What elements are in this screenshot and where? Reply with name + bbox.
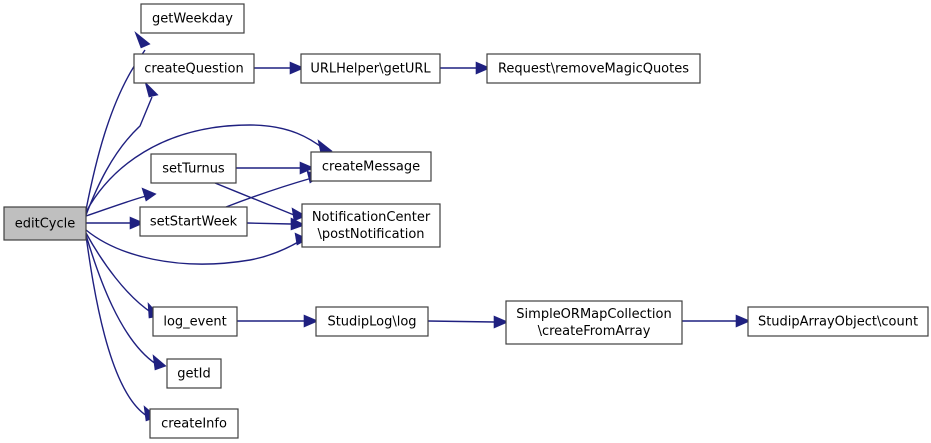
node-editCycle[interactable]: editCycle [3,206,87,241]
node-box[interactable] [152,306,238,337]
node-box[interactable] [486,53,701,84]
edge-line [246,222,292,225]
node-getWeekday[interactable]: getWeekday [140,3,245,34]
arrowhead-icon [289,61,305,75]
node-StudipArrayObject_count[interactable]: StudipArrayObject\count [747,306,929,337]
edge-line [427,320,495,323]
arrowhead-icon [475,61,491,75]
node-box[interactable] [315,306,429,337]
arrowhead-icon [129,216,145,230]
edge-setTurnus-to-NotificationCenter_postNotification [214,182,307,222]
edge-line [85,195,147,217]
edge-line [225,177,313,208]
edge-line [214,182,295,216]
node-createMessage[interactable]: createMessage [310,151,432,182]
node-box[interactable] [310,151,432,182]
arrowhead-icon [493,315,509,329]
node-StudipLog_log[interactable]: StudipLog\log [315,306,429,337]
edge-line [85,229,301,265]
edge-line [85,124,325,213]
edges-layer [85,31,751,422]
node-setTurnus[interactable]: setTurnus [150,153,237,184]
node-SimpleORMapCollection_createFromArray[interactable]: SimpleORMapCollection\createFromArray [505,300,683,345]
edge-setStartWeek-to-NotificationCenter_postNotification [246,217,306,231]
arrowhead-icon [144,80,159,98]
node-box[interactable] [149,408,239,439]
edge-SimpleORMapCollection_createFromArray-to-StudipArrayObject_count [682,314,751,328]
node-box[interactable] [301,203,441,248]
node-box[interactable] [747,306,929,337]
edge-setTurnus-to-createMessage [236,161,315,175]
arrowhead-icon [735,314,751,328]
node-box[interactable] [166,358,222,389]
node-box[interactable] [139,206,248,237]
node-setStartWeek[interactable]: setStartWeek [139,206,248,237]
node-NotificationCenter_postNotification[interactable]: NotificationCenter\postNotification [301,203,441,248]
edge-line [85,232,153,314]
node-box[interactable] [3,206,87,241]
edge-line [85,234,157,365]
edge-log_event-to-StudipLog_log [237,314,319,328]
edge-URLHelper_getURL-to-Request_removeMagicQuotes [440,61,491,75]
arrowhead-icon [134,31,151,49]
node-URLHelper_getURL[interactable]: URLHelper\getURL [300,53,441,84]
edge-editCycle-to-setStartWeek [86,216,145,230]
node-log_event[interactable]: log_event [152,306,238,337]
node-Request_removeMagicQuotes[interactable]: Request\removeMagicQuotes [486,53,701,84]
node-createInfo[interactable]: createInfo [149,408,239,439]
node-box[interactable] [300,53,441,84]
edge-editCycle-to-createInfo [85,235,158,422]
edge-editCycle-to-setTurnus [85,187,157,217]
edge-editCycle-to-getId [85,234,167,371]
edge-StudipLog_log-to-SimpleORMapCollection_createFromArray [427,315,509,329]
node-box[interactable] [140,3,245,34]
arrowhead-icon [290,217,306,231]
node-getId[interactable]: getId [166,358,222,389]
arrowhead-icon [152,354,167,371]
edge-setStartWeek-to-createMessage [225,170,321,208]
node-createQuestion[interactable]: createQuestion [133,53,255,84]
arrowhead-icon [303,314,319,328]
node-box[interactable] [505,300,683,345]
arrowhead-icon [141,187,157,202]
arrowhead-icon [291,207,307,222]
node-box[interactable] [150,153,237,184]
edge-line [85,235,148,417]
edge-createQuestion-to-URLHelper_getURL [254,61,305,75]
node-box[interactable] [133,53,255,84]
nodes-layer: editCycle getWeekday createQuestion URLHelp… [3,3,929,439]
